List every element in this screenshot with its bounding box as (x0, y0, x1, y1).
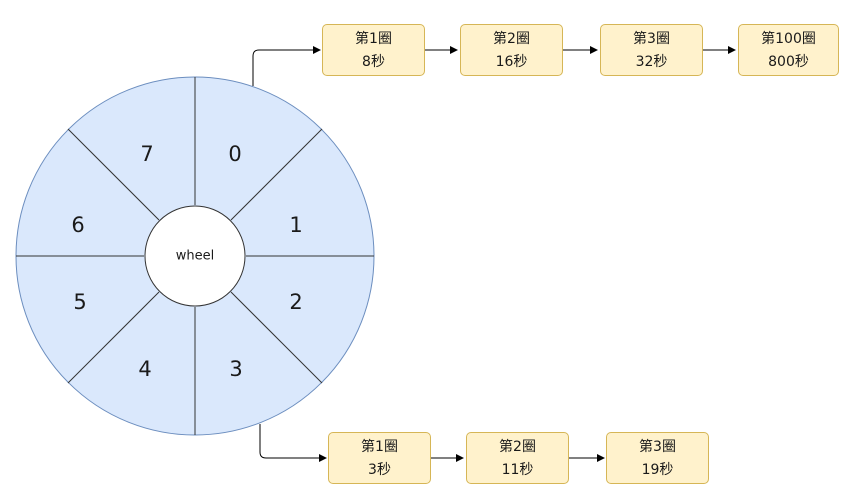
node-delay-label: 8秒 (362, 53, 385, 70)
node-delay-label: 11秒 (501, 461, 534, 478)
slot-label-6: 6 (71, 213, 84, 237)
node-round-label: 第2圈 (493, 30, 530, 47)
node-round-label: 第1圈 (355, 30, 392, 47)
node-delay-label: 800秒 (768, 53, 809, 70)
node-round-label: 第3圈 (633, 30, 670, 47)
node-round-label: 第2圈 (499, 438, 536, 455)
slot-label-3: 3 (229, 357, 242, 381)
node-round-label: 第1圈 (361, 438, 398, 455)
connector-slot0-chain (252, 46, 321, 86)
wheel-hub (144, 205, 246, 307)
slot-label-2: 2 (289, 290, 302, 314)
slot-dividers (16, 77, 374, 435)
task-node-slot0-round3: 第3圈 32秒 (600, 24, 703, 76)
slot-label-1: 1 (289, 213, 302, 237)
task-node-slot3-round3: 第3圈 19秒 (606, 432, 709, 484)
node-round-label: 第100圈 (761, 30, 816, 47)
connector-slot3-chain (259, 424, 327, 462)
divider-top-left (67, 128, 160, 221)
task-node-slot0-round100: 第100圈 800秒 (738, 24, 839, 76)
slot-label-5: 5 (73, 290, 86, 314)
node-round-label: 第3圈 (639, 438, 676, 455)
node-delay-label: 16秒 (495, 53, 528, 70)
node-delay-label: 19秒 (641, 461, 674, 478)
task-node-slot3-round2: 第2圈 11秒 (466, 432, 569, 484)
slot-label-7: 7 (140, 142, 153, 166)
slot-label-4: 4 (138, 357, 151, 381)
task-node-slot0-round2: 第2圈 16秒 (460, 24, 563, 76)
divider-bottom-left (67, 291, 160, 384)
node-delay-label: 32秒 (635, 53, 668, 70)
divider-bottom-right (230, 291, 323, 384)
task-node-slot3-round1: 第1圈 3秒 (328, 432, 431, 484)
hub-label: wheel (176, 249, 214, 264)
divider-top-right (230, 128, 323, 221)
slot-label-0: 0 (228, 142, 241, 166)
task-node-slot0-round1: 第1圈 8秒 (322, 24, 425, 76)
node-delay-label: 3秒 (368, 461, 391, 478)
